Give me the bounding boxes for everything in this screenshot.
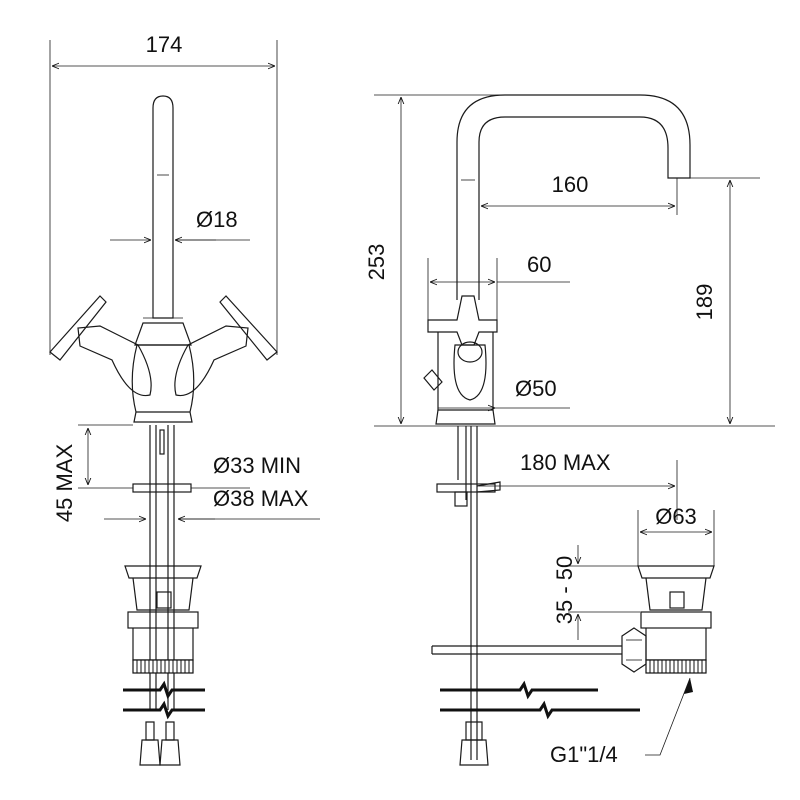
- hole-min-label: Ø33 MIN: [213, 453, 301, 478]
- overall-width-label: 174: [146, 32, 183, 57]
- front-waste-thread: [132, 659, 194, 674]
- front-right-handle-bar: [219, 295, 278, 361]
- waste-range-label: 35 - 50: [552, 556, 577, 625]
- spout-height-label: 189: [692, 284, 717, 321]
- side-waste-knob: [621, 627, 647, 673]
- base-depth-label: 60: [527, 252, 551, 277]
- pop-up-reach-label: 180 MAX: [520, 450, 611, 475]
- side-hose-nut: [459, 739, 489, 766]
- total-height-label: 253: [364, 244, 389, 281]
- front-spout: [152, 95, 174, 319]
- front-hose-nut-right: [159, 739, 181, 766]
- side-handle-arm: [453, 344, 487, 401]
- height-max-label: 45 MAX: [52, 444, 77, 523]
- front-body-collar: [134, 322, 192, 346]
- spout-diameter-label: Ø18: [196, 207, 238, 232]
- front-view: 174 Ø18 45 MAX: [49, 32, 320, 766]
- hole-max-label: Ø38 MAX: [213, 486, 309, 511]
- side-waste-flange: [637, 565, 715, 579]
- front-hose-nut-left: [139, 739, 161, 766]
- waste-thread-label: G1"1/4: [550, 742, 618, 767]
- side-handle-cross: [427, 295, 498, 346]
- fixing-nut: [132, 483, 192, 493]
- side-waste-thread: [645, 659, 707, 674]
- side-view: 253 160 189 60 Ø50: [364, 94, 775, 767]
- waste-diameter-label: Ø63: [655, 504, 697, 529]
- base-diameter-label: Ø50: [515, 376, 557, 401]
- side-body: [437, 332, 494, 411]
- front-body: [131, 344, 195, 413]
- front-left-handle-arm: [77, 325, 152, 397]
- front-left-handle-bar: [49, 295, 107, 361]
- thread-leader-line: [645, 677, 691, 756]
- front-waste-flange: [124, 565, 202, 579]
- side-spout: [456, 94, 691, 300]
- spout-reach-label: 160: [552, 172, 589, 197]
- front-right-handle-arm: [174, 325, 249, 397]
- side-pop-up-lever: [423, 369, 443, 391]
